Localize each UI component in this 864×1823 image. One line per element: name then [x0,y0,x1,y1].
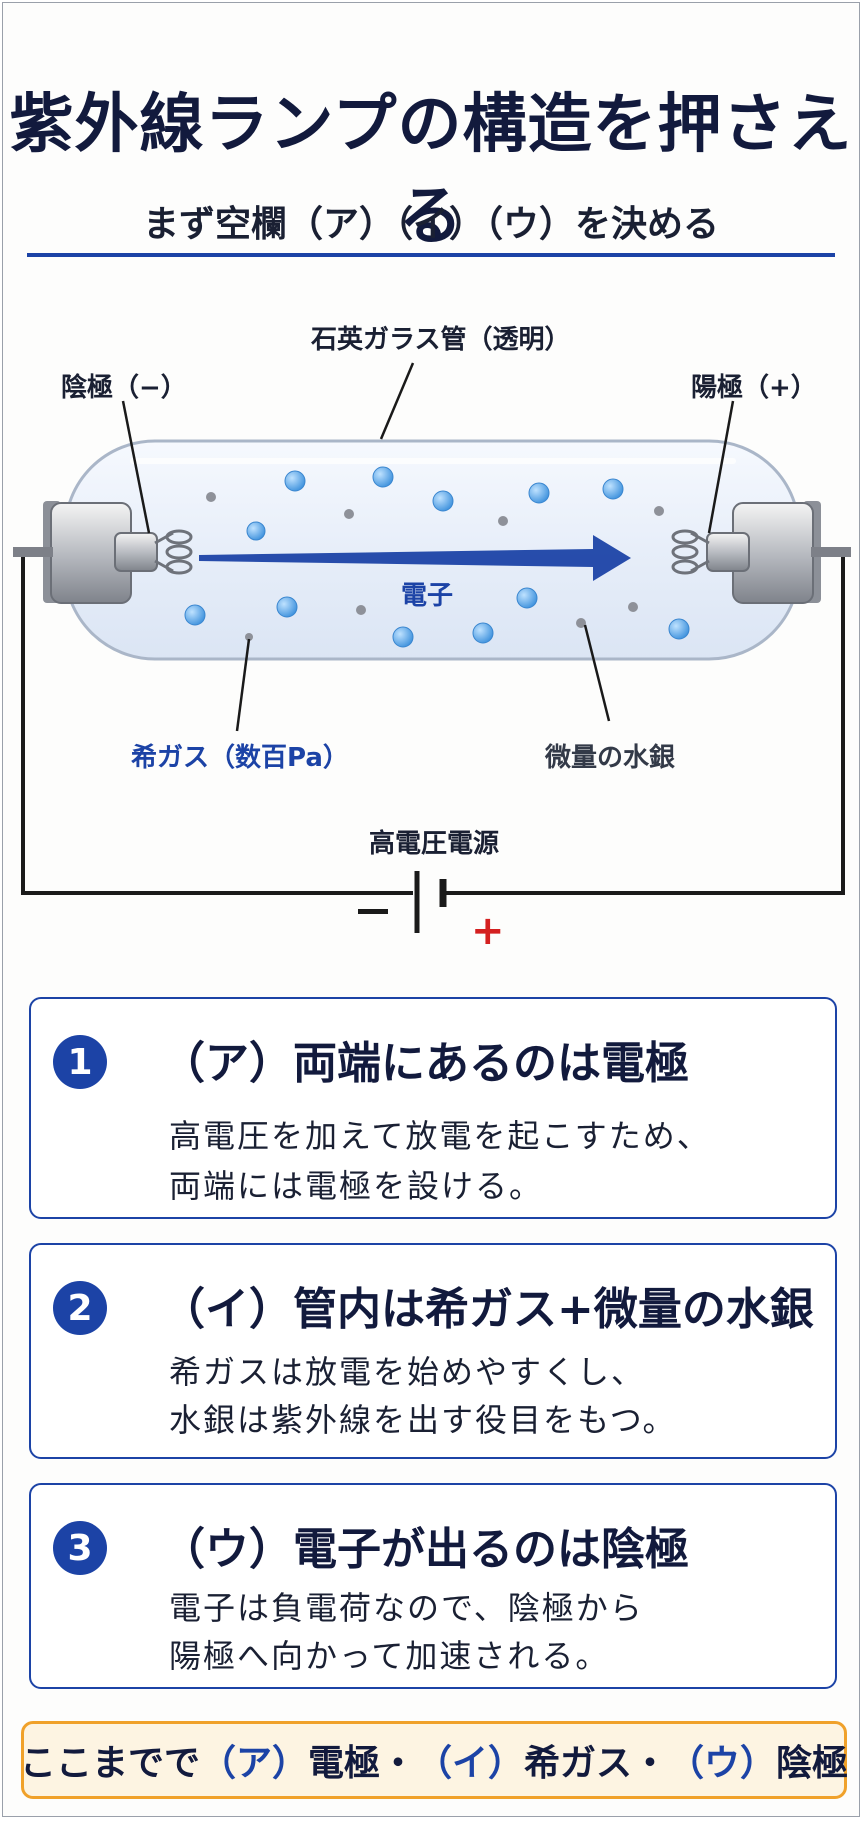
summary-text-a: 電極・ [307,1743,416,1784]
anode-label: 陽極（+） [691,373,817,403]
mercury-label: 微量の水銀 [545,743,676,773]
cathode-filament [154,529,193,575]
card-text-line: 高電圧を加えて放電を起こすため、 [169,1117,711,1155]
card-cathode: 3 （ウ）電子が出るのは陰極 電子は負電荷なので、陰極から 陽極へ向かって加速さ… [29,1483,837,1689]
anode-filament [671,529,710,575]
card-text-line: 希ガスは放電を始めやすくし、 [169,1353,646,1391]
leader-lines [121,362,735,732]
card-text-line: 両端には電極を設ける。 [169,1167,544,1205]
uv-lamp-diagram [13,362,851,933]
summary-tag-c: （ウ） [668,1743,777,1784]
summary-tag-a: （ア） [199,1743,308,1784]
summary-banner: ここまでで （ア） 電極・ （イ） 希ガス・ （ウ） 陰極 [19,1721,849,1799]
card-number-badge: 1 [53,1035,107,1089]
power-supply-label: 高電圧電源 [369,829,500,859]
card-electrodes: 1 （ア）両端にあるのは電極 高電圧を加えて放電を起こすため、 両端には電極を設… [29,997,837,1219]
header-divider [27,253,835,257]
card-heading: （ウ）電子が出るのは陰極 [161,1524,689,1575]
card-text-line: 水銀は紫外線を出す役目をもつ。 [169,1401,677,1439]
card-gas-mercury: 2 （イ）管内は希ガス+微量の水銀 希ガスは放電を始めやすくし、 水銀は紫外線を… [29,1243,837,1459]
summary-text-b: 希ガス・ [524,1743,669,1784]
card-number-badge: 3 [53,1521,107,1575]
mercury-particles [206,492,664,641]
card-heading: （イ）管内は希ガス+微量の水銀 [161,1284,814,1335]
summary-tag-b: （イ） [416,1743,525,1784]
cathode-label: 陰極（−） [61,373,187,403]
page-title: 紫外線ランプの構造を押さえる [9,88,853,254]
anode-end-cap [706,501,851,604]
summary-prefix: ここまでで [19,1743,200,1784]
minus-sign [358,909,388,914]
electron-label: 電子 [401,581,454,611]
electron-flow-arrow [199,535,631,581]
summary-text-c: 陰極 [776,1743,849,1784]
card-heading: （ア）両端にあるのは電極 [161,1038,689,1089]
card-text-line: 陽極へ向かって加速される。 [169,1637,610,1675]
plus-sign: + [471,908,505,954]
noble-gas-particles [184,466,690,648]
card-number-badge: 2 [53,1281,107,1335]
page-subtitle: まず空欄（ア）（イ）（ウ）を決める [142,204,719,245]
quartz-tube-label: 石英ガラス管（透明） [311,325,571,355]
cathode-end-cap [13,501,158,604]
card-text-line: 電子は負電荷なので、陰極から [169,1589,644,1627]
noble-gas-label: 希ガス（数百Pa） [131,743,349,773]
